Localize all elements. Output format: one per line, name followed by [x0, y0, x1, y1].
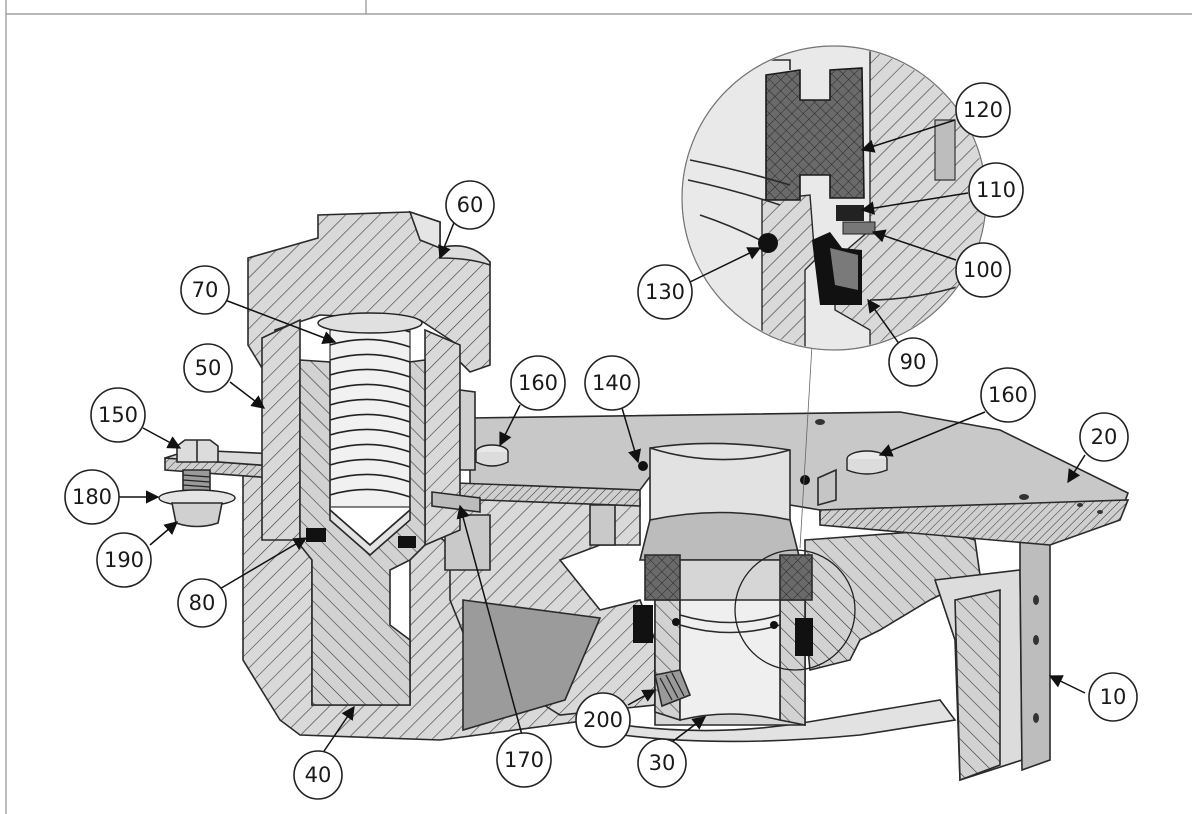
callout-50-label: 50: [195, 356, 222, 380]
callout-190-label: 190: [104, 548, 144, 572]
callout-140-label: 140: [592, 371, 632, 395]
callout-40-label: 40: [305, 763, 332, 787]
callout-30: 30: [637, 738, 687, 788]
sheet-frame: [5, 0, 1192, 814]
callout-180: 180: [64, 469, 120, 525]
callouts: 60 70 50 150 180 190 80 40: [64, 82, 1138, 800]
callout-120-label: 120: [963, 98, 1003, 122]
callout-200: 200: [575, 692, 631, 748]
callout-150-label: 150: [98, 403, 138, 427]
callout-160-left: 160: [510, 355, 566, 411]
callout-30-label: 30: [649, 751, 676, 775]
callout-70-label: 70: [192, 278, 219, 302]
callout-100: 100: [955, 242, 1011, 298]
callout-170-label: 170: [504, 748, 544, 772]
callout-160-left-label: 160: [518, 371, 558, 395]
callout-20-label: 20: [1091, 425, 1118, 449]
callout-130-label: 130: [645, 280, 685, 304]
callout-110-label: 110: [976, 178, 1016, 202]
callout-50: 50: [183, 343, 233, 393]
callout-110: 110: [968, 162, 1024, 218]
callout-130: 130: [637, 264, 693, 320]
callout-160-right-label: 160: [988, 383, 1028, 407]
callout-10: 10: [1088, 672, 1138, 722]
callout-60-label: 60: [457, 193, 484, 217]
callout-100-label: 100: [963, 258, 1003, 282]
relief-valve-assembly: [247, 210, 491, 706]
leader-lines: [118, 119, 1086, 758]
callout-90-label: 90: [900, 350, 927, 374]
callout-190: 190: [96, 532, 152, 588]
callout-90: 90: [888, 337, 938, 387]
callout-70: 70: [180, 265, 230, 315]
callout-200-label: 200: [583, 708, 623, 732]
callout-10-label: 10: [1100, 685, 1127, 709]
detail-view: [681, 45, 987, 351]
main-housing: [242, 454, 1051, 782]
callout-140: 140: [584, 355, 640, 411]
callout-60: 60: [445, 180, 495, 230]
callout-150: 150: [90, 387, 146, 443]
callout-160-right: 160: [980, 367, 1036, 423]
callout-180-label: 180: [72, 485, 112, 509]
callout-20: 20: [1079, 412, 1129, 462]
callout-120: 120: [955, 82, 1011, 138]
cover-plate: [164, 411, 1130, 561]
callout-40: 40: [293, 750, 343, 800]
callout-80: 80: [177, 578, 227, 628]
spring: [317, 312, 423, 508]
callout-170: 170: [496, 732, 552, 788]
callout-80-label: 80: [189, 591, 216, 615]
sleeve-assembly: [633, 344, 856, 726]
